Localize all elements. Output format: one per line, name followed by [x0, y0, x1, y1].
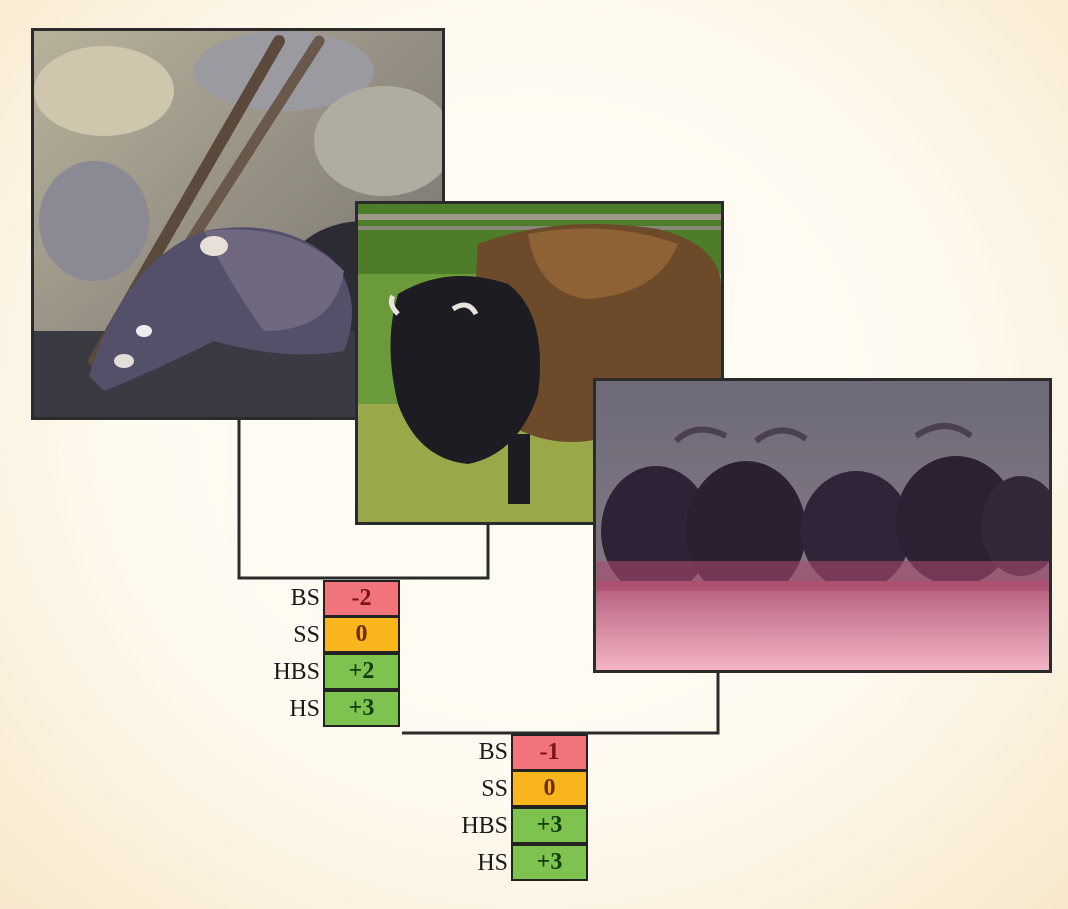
score-label: SS	[253, 617, 323, 654]
score-row-bs: BS -1	[441, 734, 588, 771]
score-row-hs: HS +3	[441, 845, 588, 882]
score-table-2: BS -1 SS 0 HBS +3 HS +3	[441, 734, 588, 882]
score-label: HS	[441, 845, 511, 882]
score-label: HS	[253, 691, 323, 728]
score-row-hbs: HBS +3	[441, 808, 588, 845]
score-table-1: BS -2 SS 0 HBS +2 HS +3	[253, 580, 400, 728]
score-label: HBS	[441, 808, 511, 845]
score-value-positive: +3	[323, 690, 400, 727]
buffalo-illustration	[596, 381, 1049, 670]
score-row-bs: BS -2	[253, 580, 400, 617]
score-value-positive: +3	[511, 807, 588, 844]
score-row-ss: SS 0	[253, 617, 400, 654]
score-value-positive: +2	[323, 653, 400, 690]
score-label: BS	[253, 580, 323, 617]
score-row-hs: HS +3	[253, 691, 400, 728]
score-value-neutral: 0	[323, 616, 400, 653]
score-row-ss: SS 0	[441, 771, 588, 808]
score-value-negative: -1	[511, 734, 588, 771]
score-row-hbs: HBS +2	[253, 654, 400, 691]
score-value-positive: +3	[511, 844, 588, 881]
score-label: BS	[441, 734, 511, 771]
connector-node-buffalo	[402, 673, 718, 733]
score-value-negative: -2	[323, 580, 400, 617]
score-value-neutral: 0	[511, 770, 588, 807]
score-label: SS	[441, 771, 511, 808]
african-buffalo-photo	[593, 378, 1052, 673]
score-label: HBS	[253, 654, 323, 691]
